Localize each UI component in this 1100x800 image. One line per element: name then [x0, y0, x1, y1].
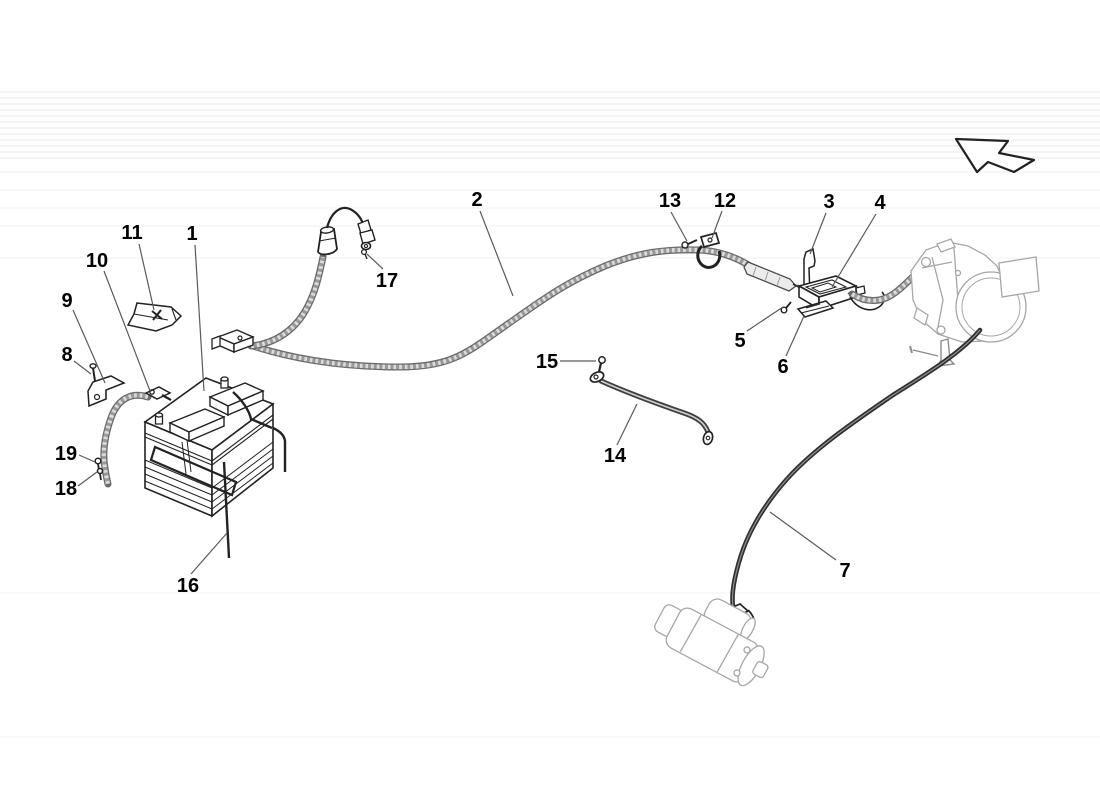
- ground-screws: [94, 457, 104, 481]
- junction-cover-plate: [796, 300, 835, 318]
- terminal-boot-cable: [247, 206, 376, 350]
- part-label-1: 1: [186, 223, 197, 245]
- part-label-15: 15: [536, 351, 558, 373]
- negative-terminal-clamp: [144, 386, 172, 402]
- part-label-14: 14: [604, 445, 627, 467]
- part-label-3: 3: [823, 191, 834, 213]
- part-label-10: 10: [86, 250, 108, 272]
- part-label-11: 11: [121, 222, 142, 244]
- part-label-13: 13: [659, 190, 681, 212]
- positive-terminal-connector: [211, 329, 255, 354]
- positive-cable: [246, 246, 802, 371]
- alternator: [910, 238, 1040, 343]
- part-label-2: 2: [471, 189, 482, 211]
- junction-screw: [780, 301, 792, 314]
- part-label-12: 12: [714, 190, 736, 212]
- part-label-5: 5: [734, 330, 745, 352]
- part-label-19: 19: [55, 443, 77, 465]
- bracket-screw: [89, 363, 97, 382]
- part-label-16: 16: [177, 575, 199, 597]
- ground-strap: [589, 371, 714, 446]
- part-label-9: 9: [61, 290, 72, 312]
- part-label-4: 4: [874, 192, 886, 214]
- part-label-8: 8: [61, 344, 72, 366]
- battery: [143, 376, 275, 518]
- ground-cable: [100, 391, 152, 488]
- alternator-mount-bolt: [909, 338, 956, 367]
- part-label-7: 7: [839, 560, 850, 582]
- battery-bracket: [87, 375, 126, 408]
- leader-lines: [72, 210, 877, 575]
- starter-cable: [724, 327, 983, 629]
- hold-down-frame: [149, 391, 287, 559]
- cable-clamp: [696, 231, 722, 269]
- clamp-screw: [681, 239, 698, 249]
- strap-bolt: [597, 356, 606, 373]
- retainer-plate: [126, 302, 183, 332]
- part-label-6: 6: [777, 356, 788, 378]
- part-label-18: 18: [55, 478, 77, 500]
- callout-labels: 1 2 3 4 5 6 7 8 9 10 11 12 13 14 15 16 1…: [55, 189, 887, 597]
- starter-motor: [654, 598, 769, 687]
- scanline-artifacts: [0, 91, 1100, 738]
- part-label-17: 17: [376, 270, 398, 292]
- direction-arrow-icon: [954, 137, 1036, 174]
